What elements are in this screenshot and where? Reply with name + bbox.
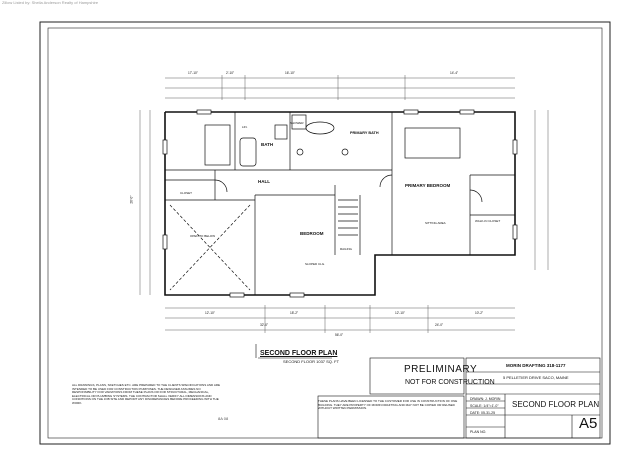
plan-number-label: PLAN NO. (470, 430, 487, 434)
general-notes: ALL DRAWINGS, PLANS, SKETCHES ETC. ARE P… (72, 383, 221, 405)
primary-bedroom-label: PRIMARY BEDROOM (405, 183, 451, 188)
shower-label: SHOWER (290, 121, 304, 125)
page-number: A5 (579, 415, 598, 432)
drawn-by: DRAWN: J. MORIN (470, 397, 501, 401)
plan-title: SECOND FLOOR PLAN (260, 350, 338, 357)
stamp-text: 8A 08 (218, 416, 229, 421)
dim-bot-d: 10'-2" (475, 311, 484, 315)
bedroom-label: BEDROOM (300, 231, 324, 236)
dim-bot-c: 12'-10" (395, 311, 405, 315)
copyright-notes: THESE PLANS HAVE BEEN LICENSED TO THE CU… (318, 399, 458, 411)
dim-left-run: 32'-0" (260, 323, 269, 327)
dim-overall: 56'-0" (335, 333, 344, 337)
title-block (465, 357, 601, 439)
dim-bot-b: 18'-2" (290, 311, 299, 315)
dim-right-run: 24'-0" (435, 323, 444, 327)
hall-label: HALL (258, 179, 270, 184)
sheet-title: SECOND FLOOR PLAN (512, 400, 600, 409)
linen-label: LIN. (242, 125, 248, 129)
dim-top-c: 16'-10" (285, 71, 295, 75)
plan-subtitle: SECOND FLOOR 1037 SQ. FT (283, 359, 340, 364)
dim-top-b: 2'-10" (226, 71, 235, 75)
walk-in-closet-label: WALK-IN CLOSET (475, 219, 501, 223)
primary-bath-label: PRIMARY BATH (350, 131, 379, 135)
preliminary-label: PRELIMINARY (404, 364, 478, 375)
listing-attribution: Zillow Listed by: Sheila Anderson Realty… (2, 0, 99, 5)
dim-top-a: 17'-10" (188, 71, 198, 75)
sloped-ceiling-label: SLOPED CLG. (305, 262, 326, 266)
date-value: DATE: 05-31-25 (470, 411, 496, 415)
dim-top-d: 14'-4" (450, 71, 459, 75)
railing-label: RAILING (340, 247, 353, 251)
bath-label: BATH (261, 142, 274, 147)
not-for-construction-label: NOT FOR CONSTRUCTION (405, 379, 495, 386)
dim-depth: 26'-0" (129, 195, 134, 204)
closet-label: CLOSET (180, 191, 193, 195)
firm-address: 5 PELLETIER DRIVE SACO, MAINE (503, 375, 569, 380)
firm-name: MORIN DRAFTING 318-1177 (506, 363, 566, 368)
scale-value: SCALE: 1/4"=1'-0" (470, 404, 499, 408)
sheet-border (39, 21, 611, 445)
dim-bot-a: 12'-10" (205, 311, 215, 315)
sitting-area-label: SITTING AREA (425, 221, 446, 225)
open-to-below-label: OPEN TO BELOW (190, 234, 216, 238)
